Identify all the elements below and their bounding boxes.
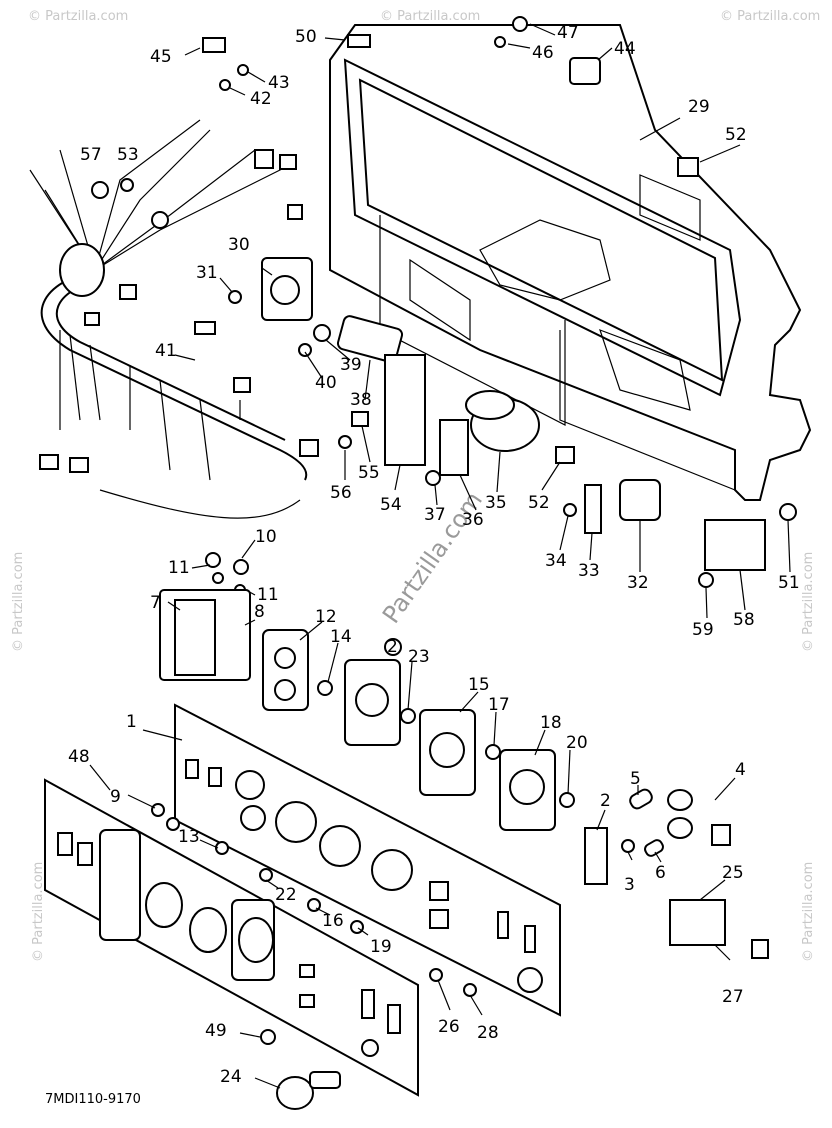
callout-52b: 52 <box>528 493 550 513</box>
front-panels <box>44 703 561 1110</box>
callout-46: 46 <box>532 43 554 63</box>
callout-24: 24 <box>220 1067 242 1087</box>
plate-2 <box>584 827 608 885</box>
callout-40: 40 <box>315 373 337 393</box>
callout-2b: 2 <box>600 791 611 811</box>
regulator-58 <box>704 519 766 571</box>
callout-31: 31 <box>196 263 218 283</box>
callout-18: 18 <box>540 713 562 733</box>
callout-7: 7 <box>150 593 161 613</box>
callout-48: 48 <box>68 747 90 767</box>
callout-29: 29 <box>688 97 710 117</box>
callout-25: 25 <box>722 863 744 883</box>
switch-32 <box>619 479 661 521</box>
callout-12: 12 <box>315 607 337 627</box>
callout-23: 23 <box>408 647 430 667</box>
panel-1 <box>174 703 561 1017</box>
callout-32: 32 <box>627 573 649 593</box>
watermark-left-lower: © Partzilla.com <box>31 862 46 962</box>
callout-20: 20 <box>566 733 588 753</box>
wiring-harness <box>29 119 319 519</box>
callout-2a: 2 <box>387 637 398 657</box>
watermark-left-edge: © Partzilla.com <box>11 552 26 652</box>
callout-13: 13 <box>178 827 200 847</box>
hardware-middle <box>159 552 769 959</box>
callout-45: 45 <box>150 47 172 67</box>
bracket-33 <box>584 484 602 534</box>
callout-56: 56 <box>330 483 352 503</box>
callout-22: 22 <box>275 885 297 905</box>
callout-28: 28 <box>477 1023 499 1043</box>
switch-25 <box>669 899 726 946</box>
control-box-housing <box>329 24 812 501</box>
callout-10: 10 <box>255 527 277 547</box>
leader-lines <box>89 23 791 1089</box>
callout-53: 53 <box>117 145 139 165</box>
watermark-right-edge: © Partzilla.com <box>801 552 816 652</box>
knob-24 <box>276 1076 314 1110</box>
callout-34: 34 <box>545 551 567 571</box>
callout-51: 51 <box>778 573 800 593</box>
callout-37: 37 <box>424 505 446 525</box>
watermark-top-left: © Partzilla.com <box>28 9 128 24</box>
callout-35: 35 <box>485 493 507 513</box>
watermark-top-center: © Partzilla.com <box>380 9 480 24</box>
callout-9: 9 <box>110 787 121 807</box>
grommet-52 <box>677 157 699 177</box>
callout-58: 58 <box>733 610 755 630</box>
callout-5: 5 <box>630 769 641 789</box>
callout-1: 1 <box>126 712 137 732</box>
callout-26: 26 <box>438 1017 460 1037</box>
callout-55: 55 <box>358 463 380 483</box>
callout-15: 15 <box>468 675 490 695</box>
callout-8: 8 <box>254 602 265 622</box>
callout-3: 3 <box>624 875 635 895</box>
hardware-top <box>91 16 797 588</box>
callout-labels: 45 50 47 46 44 43 42 29 52 57 53 30 31 4… <box>68 23 800 1087</box>
callout-11b: 11 <box>257 585 279 605</box>
callout-36: 36 <box>462 510 484 530</box>
callout-47: 47 <box>557 23 579 43</box>
callout-33: 33 <box>578 561 600 581</box>
drawing-code: 7MDI110-9170 <box>45 1092 141 1107</box>
clamp-36 <box>439 419 469 476</box>
bolt-45 <box>202 37 226 53</box>
callout-38: 38 <box>350 390 372 410</box>
bracket-54 <box>384 354 426 466</box>
callout-17: 17 <box>488 695 510 715</box>
callout-54: 54 <box>380 495 402 515</box>
watermark-top-right: © Partzilla.com <box>720 9 820 24</box>
callout-42: 42 <box>250 89 272 109</box>
watermark-right-lower: © Partzilla.com <box>801 862 816 962</box>
cover-38-39 <box>336 315 404 363</box>
callout-50: 50 <box>295 27 317 47</box>
callout-39: 39 <box>340 355 362 375</box>
callout-16: 16 <box>322 911 344 931</box>
bushing-44 <box>569 57 601 85</box>
callout-44: 44 <box>614 39 636 59</box>
callout-19: 19 <box>370 937 392 957</box>
callout-59: 59 <box>692 620 714 640</box>
callout-6: 6 <box>655 863 666 883</box>
callout-49: 49 <box>205 1021 227 1041</box>
callout-41: 41 <box>155 341 177 361</box>
callout-11a: 11 <box>168 558 190 578</box>
callout-52a: 52 <box>725 125 747 145</box>
callout-30: 30 <box>228 235 250 255</box>
callout-27: 27 <box>722 987 744 1007</box>
callout-43: 43 <box>268 73 290 93</box>
label-50 <box>347 34 371 48</box>
callout-4: 4 <box>735 760 746 780</box>
callout-57: 57 <box>80 145 102 165</box>
callout-14: 14 <box>330 627 352 647</box>
